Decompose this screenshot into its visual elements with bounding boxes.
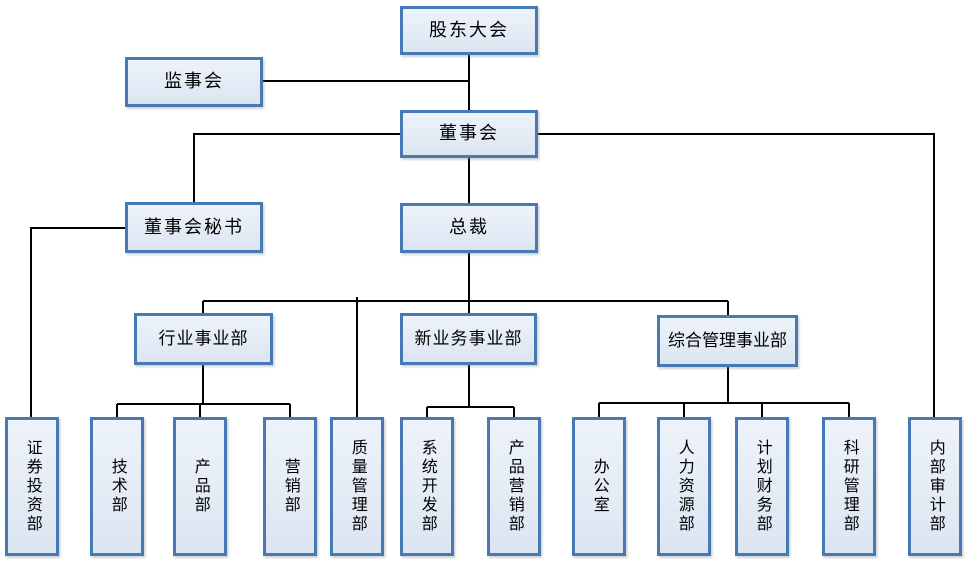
node-industry-division: 行业事业部 xyxy=(134,313,273,365)
node-shareholders-meeting: 股东大会 xyxy=(400,6,538,55)
node-supervisory-board: 监事会 xyxy=(125,57,263,107)
node-human-resources-dept: 人力资源部 xyxy=(657,417,711,556)
connector-board-to-secretary xyxy=(193,133,400,202)
node-marketing-dept: 营销部 xyxy=(263,417,317,556)
node-new-business-division: 新业务事业部 xyxy=(400,313,537,365)
node-president: 总裁 xyxy=(400,203,538,253)
node-office: 办公室 xyxy=(572,417,626,556)
node-product-marketing-dept: 产品营销部 xyxy=(487,417,541,556)
node-technology-dept: 技术部 xyxy=(90,417,144,556)
node-internal-audit-dept: 内部审计部 xyxy=(908,417,962,556)
node-quality-management-dept: 质量管理部 xyxy=(330,417,384,556)
node-securities-investment-dept: 证券投资部 xyxy=(5,417,59,556)
node-product-dept: 产品部 xyxy=(173,417,227,556)
node-board-of-directors: 董事会 xyxy=(400,110,538,158)
connector-secretary-to-securities xyxy=(30,227,125,417)
node-research-management-dept: 科研管理部 xyxy=(822,417,876,556)
node-planning-finance-dept: 计划财务部 xyxy=(735,417,789,556)
node-board-secretary: 董事会秘书 xyxy=(125,202,263,253)
connector-board-to-internal-audit xyxy=(538,133,935,417)
node-system-development-dept: 系统开发部 xyxy=(400,417,454,556)
node-general-management-division: 综合管理事业部 xyxy=(657,315,798,367)
